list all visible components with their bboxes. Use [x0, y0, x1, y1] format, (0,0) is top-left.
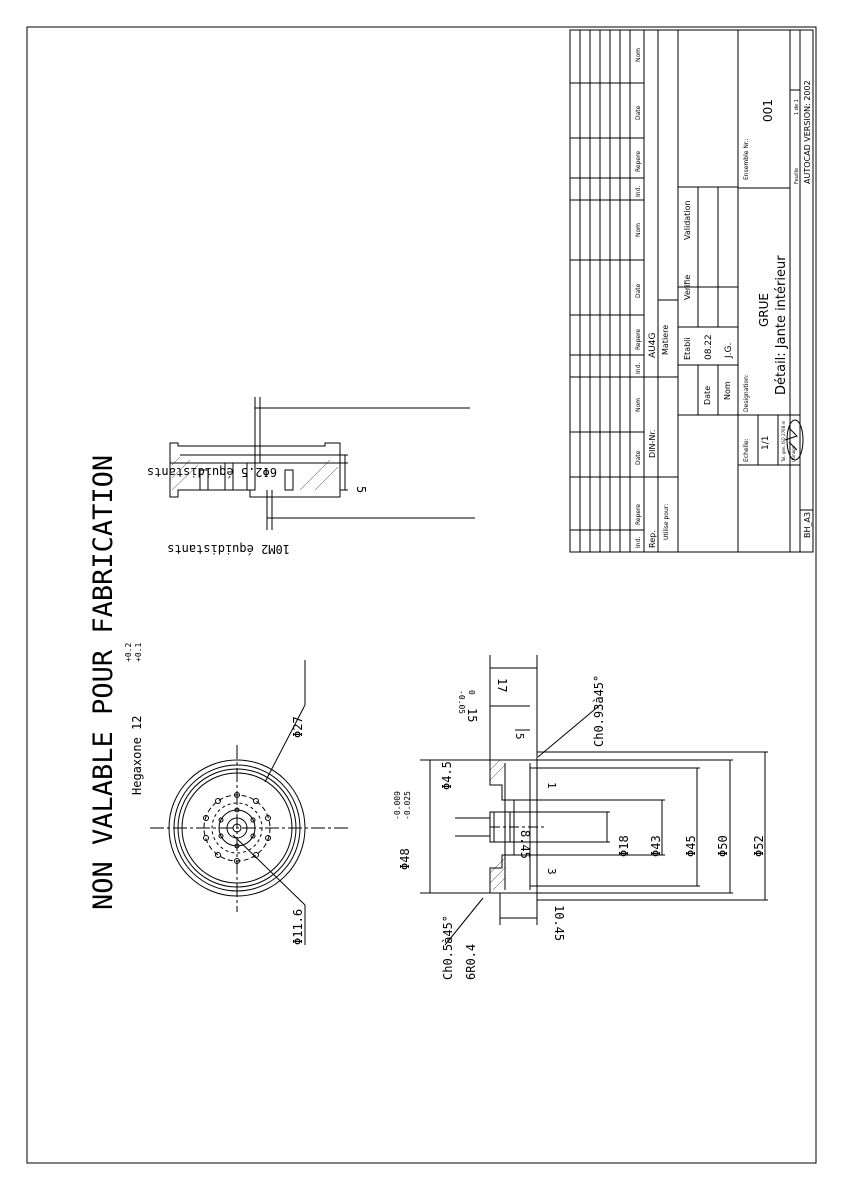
autocad-version: AUTOCAD VERSION: 2002 [803, 80, 812, 184]
hegaxone-tol-lower: +0.1 [134, 643, 143, 662]
rev-repere-3: Repere [635, 151, 642, 172]
rep-label: Rep. [648, 530, 657, 548]
title-block [569, 29, 814, 553]
rev-date-2: Date [635, 283, 642, 298]
nom-label: Nom [723, 381, 732, 400]
dim-d48-tol-lower: -0.025 [403, 791, 412, 820]
utilise-label: Utilise pour: [663, 504, 670, 540]
rev-date-1: Date [635, 450, 642, 465]
section-view [420, 655, 768, 946]
validation-label: Validation [683, 200, 692, 240]
etabli-nom: J.G. [724, 343, 734, 359]
feuille-value: 1 de 1 [794, 99, 800, 115]
rev-date-3: Date [635, 105, 642, 120]
rev-nom-1: Nom [635, 398, 642, 412]
dim-d11-6: Φ11.6 [291, 909, 305, 945]
dim-5: 5 [513, 733, 526, 740]
designation-label: Designation: [743, 374, 750, 412]
tol-label: Tol. gen. ISO 2768 m [781, 420, 786, 463]
din-label: DIN-Nr. [648, 430, 657, 458]
chamfer-bottom: Ch0.5à45° [441, 915, 455, 980]
format-label: BH_A3 [803, 512, 812, 538]
ensemble-label: Ensemble Nr.: [743, 138, 750, 180]
dim-d18: Φ18 [617, 835, 631, 857]
dim-15-tol-upper: -0.05 [457, 690, 466, 714]
dim-15: 15 [465, 708, 479, 722]
feuille-label: Feuille [794, 168, 800, 184]
dim-d48-tol-upper: -0.009 [393, 791, 402, 820]
rev-repere-1: Repere [635, 504, 642, 525]
dim-hole-depth: 5 [354, 486, 368, 493]
matiere-label: Matiere [661, 325, 670, 355]
etabli-date: 08.22 [704, 334, 714, 360]
echelle-label: Echelle: [743, 438, 750, 462]
ensemble-value: 001 [761, 99, 775, 122]
dim-15-tol-lower: 0 [467, 690, 476, 695]
rev-ind-3: Ind. [635, 186, 642, 197]
etabli-label: Etabli [683, 337, 692, 360]
front-view [150, 660, 350, 945]
date-label: Date [703, 386, 712, 405]
rev-nom-3: Nom [635, 48, 642, 62]
designation-line2: Détail: Jante intérieur [774, 255, 789, 395]
dim-d50: Φ50 [716, 835, 730, 857]
sheet-border [26, 26, 817, 1164]
hole-view [169, 397, 475, 530]
hegaxone-tol-upper: +0.2 [124, 643, 133, 662]
rev-ind-2: Ind. [635, 363, 642, 374]
usinage-label: Usinage [791, 445, 796, 462]
dim-10-45: 10.45 [552, 905, 566, 941]
banner-text: NON VALABLE POUR FABRICATION [88, 455, 119, 910]
dim-d52: Φ52 [752, 835, 766, 857]
holes-6d2-5: 6Φ2.5 équidistants [147, 465, 277, 479]
surface-finish-symbol-icon [784, 419, 804, 461]
dim-17: 17 [495, 678, 509, 692]
echelle-value: 1/1 [761, 436, 771, 450]
holes-10m2: 10M2 équidistants [167, 542, 290, 556]
dim-d45: Φ45 [684, 835, 698, 857]
dim-3: 3 [545, 868, 558, 875]
designation-line1: GRUE [757, 293, 771, 327]
rev-nom-2: Nom [635, 223, 642, 237]
rev-ind-1: Ind. [635, 537, 642, 548]
matiere-value: AU4G [648, 333, 658, 358]
dim-d4-5: Φ4.5 [440, 761, 454, 790]
verifie-label: Verifie [683, 275, 692, 300]
dim-1: 1 [545, 782, 558, 789]
dim-8-45: 8.45 [518, 830, 532, 859]
dim-d48: Φ48 [398, 848, 412, 870]
rev-repere-2: Repere [635, 329, 642, 350]
chamfer-top: Ch0.93à45° [592, 675, 606, 747]
hegaxone-label: Hegaxone 12 [130, 716, 144, 795]
dim-d27: Φ27 [291, 716, 305, 738]
radius-6r04: 6R0.4 [464, 944, 478, 980]
dim-d43: Φ43 [649, 835, 663, 857]
